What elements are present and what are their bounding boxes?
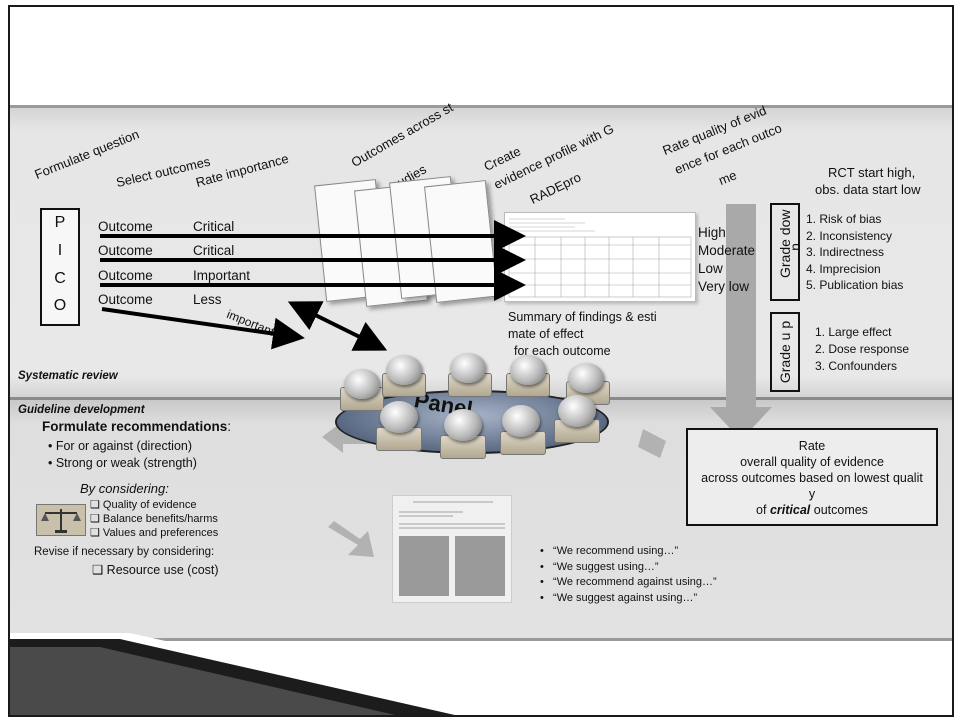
critical-emphasis: critical — [770, 503, 810, 517]
panel-member-head — [380, 401, 418, 433]
formulate-recommendations-heading: Formulate recommendations: — [42, 419, 231, 434]
recommendation-direction: • For or against (direction) — [48, 439, 192, 453]
grade-up-item: Large effect — [828, 325, 891, 339]
grade-down-label: n — [787, 240, 803, 254]
grade-down-item: Publication bias — [819, 278, 903, 292]
panel-member-head — [344, 369, 380, 399]
rct-note: RCT start high, — [828, 165, 915, 180]
recommendation-phrase: “We recommend against using…” — [553, 576, 717, 588]
summary-of-findings: Summary of findings & esti — [508, 310, 657, 324]
rct-note: obs. data start low — [815, 182, 921, 197]
recommendation-strength: • Strong or weak (strength) — [48, 456, 197, 470]
quality-level: Very low — [698, 279, 749, 294]
grade-down-list: 1. Risk of bias 2. Inconsistency 3. Indi… — [806, 211, 903, 294]
revise-note: Revise if necessary by considering: — [34, 546, 214, 558]
recommendation-phrase: “We recommend using…” — [553, 545, 678, 557]
guideline-document — [392, 495, 512, 603]
quality-level: Low — [698, 261, 723, 276]
summary-of-findings: mate of effect — [508, 327, 584, 341]
grade-down-item: Risk of bias — [819, 212, 881, 226]
rate-overall-quality-box: Rate overall quality of evidence across … — [686, 428, 938, 526]
considerations-list: ❑ Quality of evidence ❑ Balance benefits… — [90, 498, 218, 540]
quality-level: Moderate — [698, 243, 755, 258]
panel-member-head — [558, 395, 596, 427]
guideline-development-label: Guideline development — [18, 404, 145, 416]
panel-member-head — [502, 405, 540, 437]
consideration-item: ❑ Balance benefits/harms — [90, 512, 218, 526]
grade-up-list: 1. Large effect 2. Dose response 3. Conf… — [815, 324, 909, 375]
panel-member-head — [510, 355, 546, 385]
grade-up-item: Confounders — [828, 359, 897, 373]
consideration-item: ❑ Quality of evidence — [90, 498, 218, 512]
grade-down-item: Indirectness — [819, 245, 884, 259]
rate-box-line: of critical outcomes — [688, 502, 936, 518]
panel-member-head — [568, 363, 604, 393]
grade-up-label: Grade u p — [777, 317, 793, 387]
grade-up-box: Grade u p — [770, 312, 800, 392]
slide-frame: Formulate question Select outcomes Rate … — [8, 5, 954, 717]
panel-member-head — [450, 353, 486, 383]
panel-member-head — [444, 409, 482, 441]
recommendation-phrase: “We suggest using…” — [553, 561, 659, 573]
formulate-recommendations-colon: : — [227, 419, 231, 434]
scales-icon — [36, 504, 86, 536]
recommendation-phrase: “We suggest against using…” — [553, 592, 697, 604]
grade-up-item: Dose response — [828, 342, 909, 356]
quality-level: High — [698, 225, 726, 240]
resource-use: ❑ Resource use (cost) — [92, 562, 219, 577]
consideration-item: ❑ Values and preferences — [90, 526, 218, 540]
formulate-recommendations-bold: Formulate recommendations — [42, 419, 227, 434]
rate-box-line: Rate — [688, 438, 936, 454]
grade-down-box: Grade dow n — [770, 203, 800, 301]
systematic-review-label: Systematic review — [18, 370, 118, 382]
grade-down-item: Imprecision — [819, 262, 880, 276]
rate-box-line: across outcomes based on lowest qualit — [688, 470, 936, 486]
panel-member-head — [386, 355, 422, 385]
grade-down-item: Inconsistency — [819, 229, 892, 243]
by-considering-label: By considering: — [80, 481, 169, 496]
rate-box-line: y — [688, 486, 936, 502]
recommendation-phrases: • “We recommend using…” • “We suggest us… — [540, 544, 717, 606]
rate-box-line: overall quality of evidence — [688, 454, 936, 470]
